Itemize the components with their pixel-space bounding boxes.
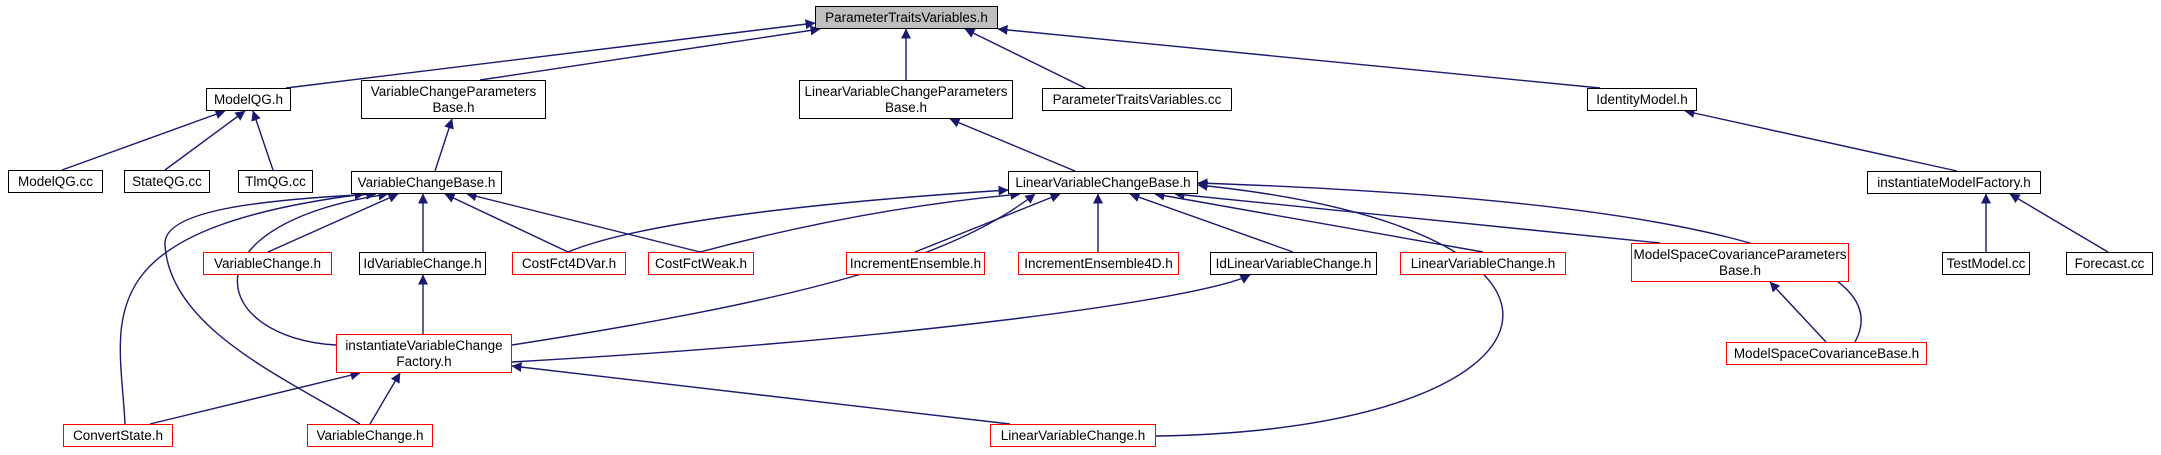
node-linear-variable-change-h-1[interactable]: LinearVariableChange.h <box>1400 252 1566 275</box>
edge-modelqg-to-ptv <box>285 19 816 89</box>
edge-cf4d-to-vcb <box>444 193 569 253</box>
node-linear-variable-change-parameters-base-h[interactable]: LinearVariableChangeParameters Base.h <box>799 80 1013 119</box>
edge-ivcf-to-idlvc <box>511 274 1251 363</box>
edge-vcpb-to-ptv <box>479 25 821 81</box>
edge-lvc1-to-lvcb <box>1154 190 1484 253</box>
node-model-qg-h[interactable]: ModelQG.h <box>206 88 291 111</box>
edge-cf4d-to-lvcb <box>567 185 1009 253</box>
edge-mscpb-to-lvcb <box>1174 189 1661 244</box>
edge-cfw-to-lvcb <box>699 189 1021 253</box>
edge-ivcf-to-lvcb <box>511 193 1036 346</box>
edge-mscb-to-mscpb <box>1769 281 1827 343</box>
node-cost-fct-4dvar-h[interactable]: CostFct4DVar.h <box>512 252 626 275</box>
node-model-qg-cc[interactable]: ModelQG.cc <box>8 170 103 193</box>
edge-idlvc-to-lvcb <box>1129 192 1294 253</box>
edge-ivcf-to-vcb <box>236 190 389 346</box>
edge-stateqgcc-to-modelqg <box>164 110 246 171</box>
node-parameter-traits-variables-h: ParameterTraitsVariables.h <box>815 6 998 29</box>
node-increment-ensemble-4d-h[interactable]: IncrementEnsemble4D.h <box>1018 252 1179 275</box>
edge-cfw-to-vcb <box>466 191 701 253</box>
node-convert-state-h[interactable]: ConvertState.h <box>63 424 173 447</box>
node-linear-variable-change-h-2[interactable]: LinearVariableChange.h <box>990 424 1156 447</box>
node-id-variable-change-h[interactable]: IdVariableChange.h <box>359 252 486 275</box>
node-increment-ensemble-h[interactable]: IncrementEnsemble.h <box>846 252 985 275</box>
edge-convert-to-ivcf <box>149 370 361 425</box>
edge-lvcb-to-lvcpb <box>949 118 1076 172</box>
edge-vc1-to-vcb <box>267 193 399 253</box>
edge-lvc2-to-ivcf <box>511 362 1011 425</box>
node-linear-variable-change-base-h[interactable]: LinearVariableChangeBase.h <box>1008 171 1198 194</box>
edge-identity-to-ptv <box>997 24 1601 89</box>
edge-modelqgcc-to-modelqg <box>61 109 226 171</box>
edge-incens-to-lvcb <box>914 192 1061 253</box>
edge-imf-to-identity <box>1684 108 1958 172</box>
node-variable-change-h-1[interactable]: VariableChange.h <box>203 252 332 275</box>
edge-tlmqgcc-to-modelqg <box>251 110 274 171</box>
node-variable-change-parameters-base-h[interactable]: VariableChangeParameters Base.h <box>361 80 546 119</box>
node-variable-change-base-h[interactable]: VariableChangeBase.h <box>351 171 502 194</box>
edge-ptvcc-to-ptv <box>964 28 1086 89</box>
node-parameter-traits-variables-cc[interactable]: ParameterTraitsVariables.cc <box>1042 88 1232 111</box>
node-model-space-covariance-base-h[interactable]: ModelSpaceCovarianceBase.h <box>1726 342 1927 365</box>
edge-forecast-to-imf <box>2009 193 2109 253</box>
node-identity-model-h[interactable]: IdentityModel.h <box>1587 88 1697 111</box>
node-tlm-qg-cc[interactable]: TlmQG.cc <box>238 170 313 193</box>
node-instantiate-variable-change-factory-h[interactable]: instantiateVariableChange Factory.h <box>336 334 512 373</box>
edge-convert-to-vcb <box>119 190 365 425</box>
edge-vcb-to-vcpb <box>434 118 454 172</box>
edge-vc2-to-ivcf <box>369 372 401 425</box>
node-state-qg-cc[interactable]: StateQG.cc <box>124 170 210 193</box>
edge-vc2-to-vcb <box>164 189 377 425</box>
node-instantiate-model-factory-h[interactable]: instantiateModelFactory.h <box>1867 171 2041 194</box>
node-cost-fct-weak-h[interactable]: CostFctWeak.h <box>648 252 754 275</box>
edge-mscb-to-lvcb <box>1197 178 1862 343</box>
node-forecast-cc[interactable]: Forecast.cc <box>2066 252 2153 275</box>
node-model-space-covariance-parameters-base-h[interactable]: ModelSpaceCovarianceParameters Base.h <box>1631 243 1849 282</box>
edge-lvc2-to-lvcb <box>1155 180 1504 437</box>
node-test-model-cc[interactable]: TestModel.cc <box>1942 252 2030 275</box>
node-id-linear-variable-change-h[interactable]: IdLinearVariableChange.h <box>1210 252 1377 275</box>
node-variable-change-h-2[interactable]: VariableChange.h <box>307 424 433 447</box>
